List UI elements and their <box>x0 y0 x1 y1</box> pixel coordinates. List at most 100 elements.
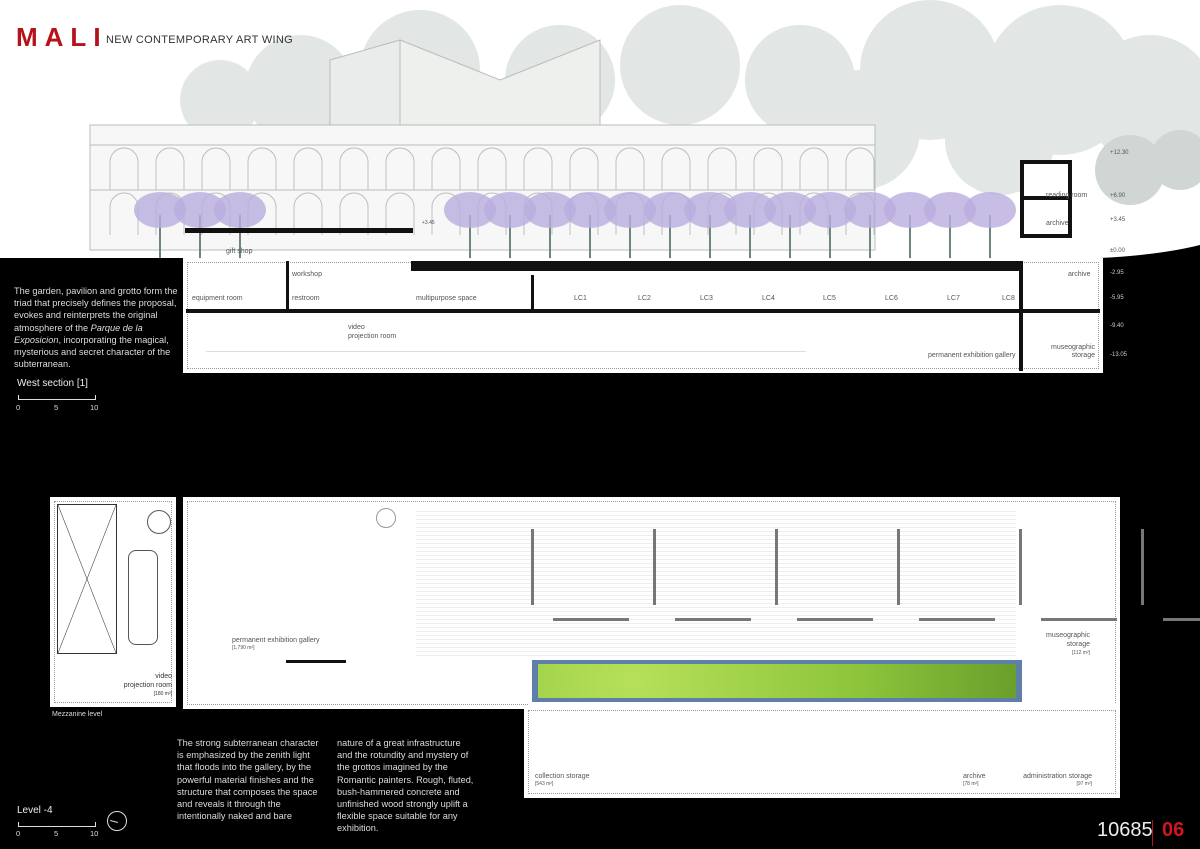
background-trees <box>180 0 1200 195</box>
tree-canopy <box>134 192 186 228</box>
partition-wall <box>1019 529 1022 605</box>
partition-wall <box>531 529 534 605</box>
tower <box>1020 160 1072 238</box>
partition-wall <box>1163 618 1200 621</box>
elevation-drawing <box>0 0 1200 262</box>
tree-canopy <box>764 192 816 228</box>
label-multipurpose-space: multipurpose space <box>416 295 477 302</box>
tree-canopy <box>724 192 776 228</box>
tree-canopy <box>174 192 226 228</box>
label-administration-storage: administration storage <box>1023 773 1092 780</box>
label-lc6: LC6 <box>885 295 898 302</box>
label-archive: archive <box>963 773 986 780</box>
sheet-number: 06 <box>1162 819 1185 841</box>
label-projection-room: projection room <box>348 333 397 340</box>
tree-canopy <box>884 192 936 228</box>
level-4-plan <box>183 497 1120 709</box>
tree-canopy <box>524 192 576 228</box>
label-projection-room: projection room <box>123 682 172 689</box>
project-subtitle: NEW CONTEMPORARY ART WING <box>106 34 293 46</box>
label-permanent-gallery: permanent exhibition gallery <box>928 352 1016 359</box>
scale-tick: 5 <box>54 829 59 838</box>
scale-tick: 0 <box>16 403 21 412</box>
level-mark: +6.90 <box>1110 193 1126 199</box>
scale-bar <box>18 395 96 400</box>
scale-tick: 0 <box>16 829 21 838</box>
label-museographic: museographic <box>1046 632 1090 639</box>
label-museographic: museographic <box>1051 344 1095 351</box>
label-area: [180 m²] <box>153 691 172 697</box>
label-workshop: workshop <box>292 271 322 278</box>
section-name: West section [1] <box>17 378 88 389</box>
plan-text-col1: The strong subterranean character is emp… <box>177 738 319 822</box>
partition-wall <box>897 529 900 605</box>
partition-wall <box>1041 618 1117 621</box>
scale-bar <box>18 822 96 827</box>
pavilion-roof <box>329 39 401 126</box>
project-number: 10685 <box>1097 819 1153 841</box>
label-area: [78 m²] <box>963 781 979 787</box>
garden-plants <box>538 664 1016 698</box>
label-video: video <box>348 324 365 331</box>
label-archive-upper: archive <box>1046 220 1069 227</box>
label-reading-room: reading room <box>1046 192 1088 199</box>
mezzanine-plan <box>50 497 176 707</box>
tree-canopy <box>444 192 496 228</box>
tree-canopy <box>684 192 736 228</box>
plan-text-col2: nature of a great infrastructure and the… <box>337 738 474 834</box>
tree-canopy <box>564 192 616 228</box>
label-archive-lower: archive <box>1068 271 1091 278</box>
level-mark: -2.95 <box>1110 270 1124 276</box>
elevation-background <box>0 0 1200 262</box>
north-arrow-icon <box>107 811 127 831</box>
label-gift-shop: gift shop <box>226 248 253 255</box>
label-lc8: LC8 <box>1002 295 1015 302</box>
jacaranda-trees <box>134 192 1016 258</box>
tree-canopy <box>924 192 976 228</box>
partition-wall <box>675 618 751 621</box>
label-area: [112 m²] <box>1072 650 1090 656</box>
partition-wall <box>553 618 629 621</box>
scale-tick: 10 <box>90 403 99 412</box>
partition-wall <box>919 618 995 621</box>
partition-wall <box>1141 529 1144 605</box>
tree-canopy <box>604 192 656 228</box>
gift-shop-roof <box>185 228 413 233</box>
partition-wall <box>653 529 656 605</box>
level-mark: +3.45 <box>1110 217 1126 223</box>
label-lc5: LC5 <box>823 295 836 302</box>
level-mark: -9.40 <box>1110 323 1124 329</box>
level-mark: -5.95 <box>1110 295 1124 301</box>
label-lc4: LC4 <box>762 295 775 302</box>
label-area: [1,790 m²] <box>232 645 255 651</box>
label-video: video <box>155 673 172 680</box>
partition-wall <box>797 618 873 621</box>
mezzanine-label: Mezzanine level <box>52 711 103 718</box>
label-restroom: restroom <box>292 295 320 302</box>
scale-tick: 10 <box>90 829 99 838</box>
label-storage: storage <box>1066 641 1090 648</box>
label-area: [97 m²] <box>1076 781 1092 787</box>
footer-divider <box>1152 820 1153 846</box>
label-lc7: LC7 <box>947 295 960 302</box>
label-permanent-gallery: permanent exhibition gallery <box>232 637 320 644</box>
level-mark: ±0.00 <box>1110 248 1125 254</box>
label-lc3: LC3 <box>700 295 713 302</box>
tree-canopy <box>844 192 896 228</box>
label-lc1: LC1 <box>574 295 587 302</box>
slab <box>411 261 1019 271</box>
tree-canopy <box>804 192 856 228</box>
plan-name: Level -4 <box>17 805 53 816</box>
intro-text: The garden, pavilion and grotto form the… <box>14 286 178 370</box>
spiral-stair <box>147 510 171 534</box>
level-gift-shop: +3.45 <box>422 220 435 226</box>
level-mark: +12.30 <box>1110 150 1129 156</box>
scale-tick: 5 <box>54 403 59 412</box>
tree-canopy <box>644 192 696 228</box>
label-area: [543 m²] <box>535 781 554 787</box>
tree-canopy <box>964 192 1016 228</box>
level-mark: -13.05 <box>1110 352 1128 358</box>
tree-canopy <box>214 192 266 228</box>
label-collection-storage: collection storage <box>535 773 590 780</box>
label-lc2: LC2 <box>638 295 651 302</box>
